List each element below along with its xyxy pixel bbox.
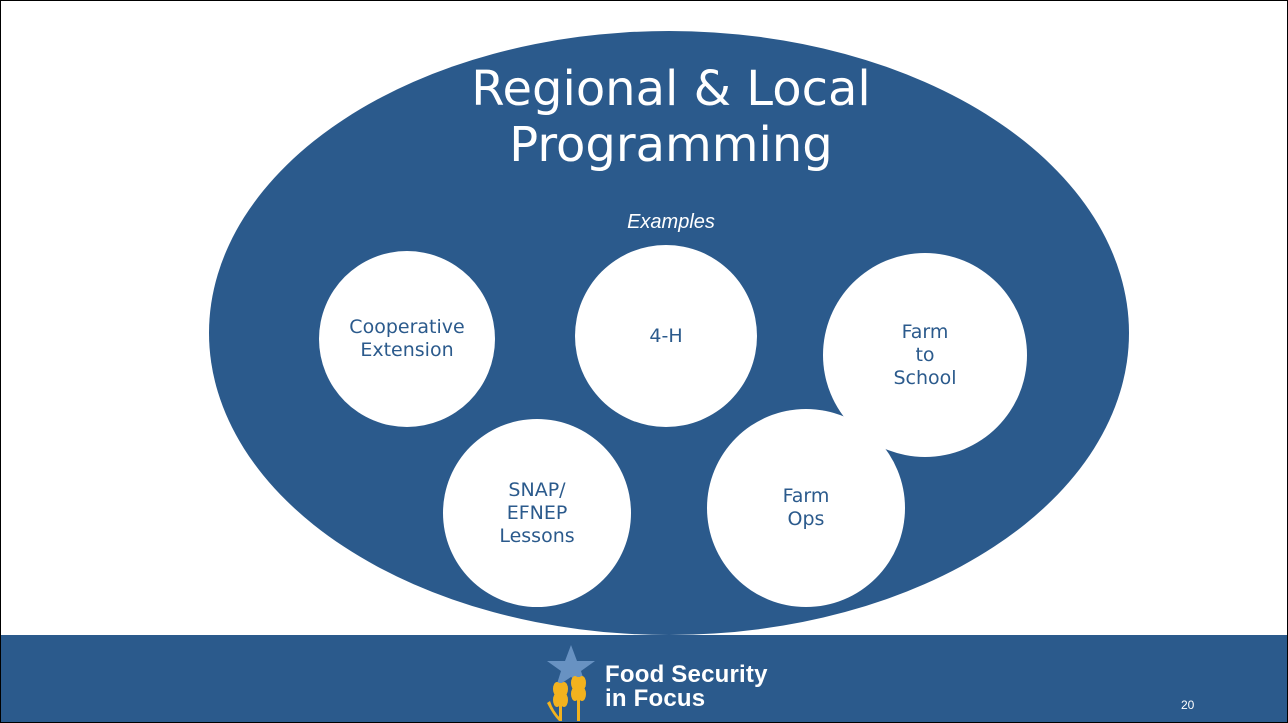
slide-title: Regional & Local Programming [471, 61, 871, 173]
circle-farm-ops: Farm Ops [707, 409, 905, 607]
logo-line-1: Food Security [605, 661, 768, 688]
circle-4h: 4-H [575, 245, 757, 427]
circle-cooperative-extension: Cooperative Extension [319, 251, 495, 427]
logo-line-2: in Focus [605, 685, 706, 712]
logo-text: Food Security in Focus [605, 663, 768, 711]
wheat-star-icon [547, 645, 595, 721]
footer-bar: Food Security in Focus 20 [1, 635, 1287, 722]
food-security-logo: Food Security in Focus [541, 643, 781, 722]
page-number: 20 [1181, 698, 1195, 712]
slide-subtitle: Examples [627, 211, 715, 233]
circle-snap-efnep-lessons: SNAP/ EFNEP Lessons [443, 419, 631, 607]
